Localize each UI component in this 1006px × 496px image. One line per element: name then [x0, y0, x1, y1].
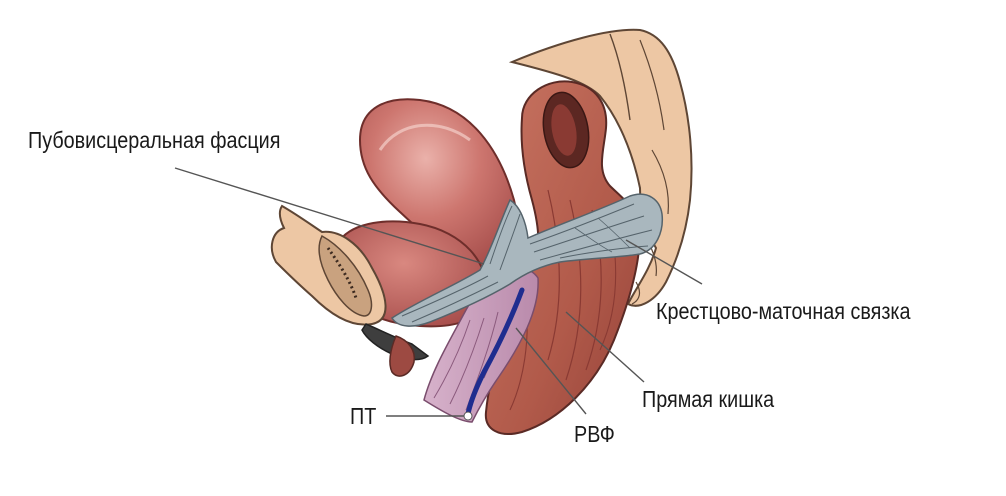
- label-sacrouterine-ligament: Крестцово-маточная связка: [656, 298, 911, 324]
- pubic-bone: [270, 204, 387, 326]
- leader-rectum: [565, 311, 645, 383]
- leader-lines: [174, 167, 703, 417]
- label-rvf: РВФ: [574, 421, 615, 447]
- septum-blue-line: [465, 287, 525, 417]
- label-pt: ПТ: [350, 403, 377, 429]
- leader-fascia: [174, 167, 485, 265]
- leader-rvf: [515, 327, 587, 415]
- fascia-band: [390, 193, 664, 327]
- pt-marker: [463, 411, 473, 421]
- label-pubovisceral-fascia: Пубовисцеральная фасция: [28, 127, 281, 153]
- leader-ligament: [625, 239, 703, 285]
- label-rectum: Прямая кишка: [642, 386, 775, 412]
- urethra: [361, 323, 430, 377]
